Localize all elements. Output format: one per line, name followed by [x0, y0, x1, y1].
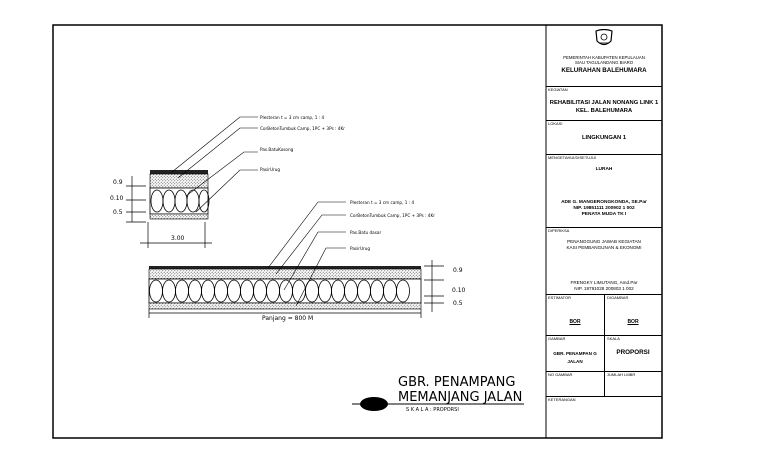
gambar-caption: GAMBAR — [548, 336, 566, 341]
estimator-value: BOR — [569, 319, 581, 325]
dim-small-d3: 0.5 — [113, 209, 123, 216]
lurah-rank: PENATA MUDA TK I — [581, 212, 627, 217]
leader-long-2: CorBetonTumbuk Camp, 1PC + 3Ps : 4Kr — [350, 213, 435, 218]
pj-name: FRENGKY LIMUTANG, Amd.Par — [570, 280, 638, 285]
dim-long-d3: 0.5 — [453, 300, 463, 307]
leader-long-1: Plesteran t = 3 cm camp, 1 : 4 — [350, 200, 414, 205]
drawing-title-line2: MEMANJANG JALAN — [398, 390, 522, 405]
regency-emblem-icon — [595, 29, 613, 46]
kegiatan-caption: KEGIATAN — [548, 87, 568, 92]
leader-long-3: Pas.Batu dasar — [350, 230, 381, 235]
stone-ellipse — [396, 279, 410, 303]
long-section: 0.9 0.10 0.5 Panjang = 800 M Plesteran t… — [148, 200, 466, 322]
drawing-title-line1: GBR. PENAMPANG — [398, 375, 515, 390]
skala-caption: SKALA — [607, 336, 620, 341]
leader-small-3: Pas.BatuKosong — [260, 147, 294, 152]
drafter-caption: DIGAMBAR — [607, 295, 629, 300]
leader-long-4: PasirUrug — [350, 246, 370, 251]
office-name: KELURAHAN BALEHUMARA — [561, 67, 647, 74]
jumlah-caption: JUMLAH LMBR — [607, 372, 636, 377]
pj-nip: NIP. 19791028 200803 1 002 — [574, 286, 634, 291]
dim-small-width: 3.00 — [171, 235, 185, 242]
sheet-border — [52, 24, 663, 439]
leader-small-4: PasirUrug — [260, 167, 280, 172]
dim-small-d2: 0.10 — [110, 195, 124, 202]
gov-line-2: SIAU TAGULANDANG BIARO — [574, 60, 634, 65]
gov-line-1: PEMERINTAH KABUPATEN KEPULAUAN — [563, 55, 645, 60]
leader-small-2: CorBetonTumbuk Camp, 1PC + 3Ps : 4Kr — [260, 126, 345, 131]
cross-section-small: 0.9 0.10 0.5 3.00 Plesteran t = 3 cm cam… — [110, 115, 345, 248]
pj-line-2: KASI PEMBANGUNAN & EKONOMI — [566, 245, 642, 250]
kegiatan-line-2: KEL. BALEHUMARA — [575, 108, 633, 114]
approve-caption: MENGETAHUI/DISETUJUI — [548, 155, 597, 160]
lurah-nip: NIP. 19851111 200902 1 002 — [573, 206, 635, 211]
lokasi-caption: LOKASI — [548, 121, 563, 126]
drafter-value: BOR — [627, 319, 639, 325]
dim-long-d2: 0.10 — [452, 287, 466, 294]
keterangan-caption: KETERANGAN — [548, 397, 576, 402]
leader-small-1: Plesteran t = 3 cm camp, 1 : 4 — [260, 115, 324, 120]
diperiksa-caption: DIPERIKSA — [548, 228, 570, 233]
pj-line-1: PENANGGUNG JAWAB KEGIATAN — [567, 239, 641, 244]
lokasi-value: LINGKUNGAN 1 — [581, 135, 627, 141]
dim-long-length: Panjang = 800 M — [262, 315, 313, 322]
title-block: PEMERINTAH KABUPATEN KEPULAUAN SIAU TAGU… — [546, 25, 662, 438]
dim-small-d1: 0.9 — [113, 179, 123, 186]
lurah-title: LURAH — [595, 167, 613, 172]
estimator-caption: ESTIMATOR — [548, 295, 571, 300]
drawing-title: GBR. PENAMPANG MEMANJANG JALAN S K A L A… — [352, 375, 524, 413]
no-gambar-caption: NO GAMBAR — [548, 372, 573, 377]
kegiatan-line-1: REHABILITASI JALAN NONANG LINK 1 — [549, 100, 659, 106]
gambar-value: GBR. PENAMPAN G JALAN — [553, 351, 597, 364]
skala-value: PROPORSI — [616, 349, 650, 356]
drawing-title-scale: S K A L A : PROPORSI — [406, 407, 459, 413]
lurah-name: ADE G. MANGERONGKONDA, SE.Par — [561, 200, 647, 205]
dim-long-d1: 0.9 — [453, 267, 463, 274]
